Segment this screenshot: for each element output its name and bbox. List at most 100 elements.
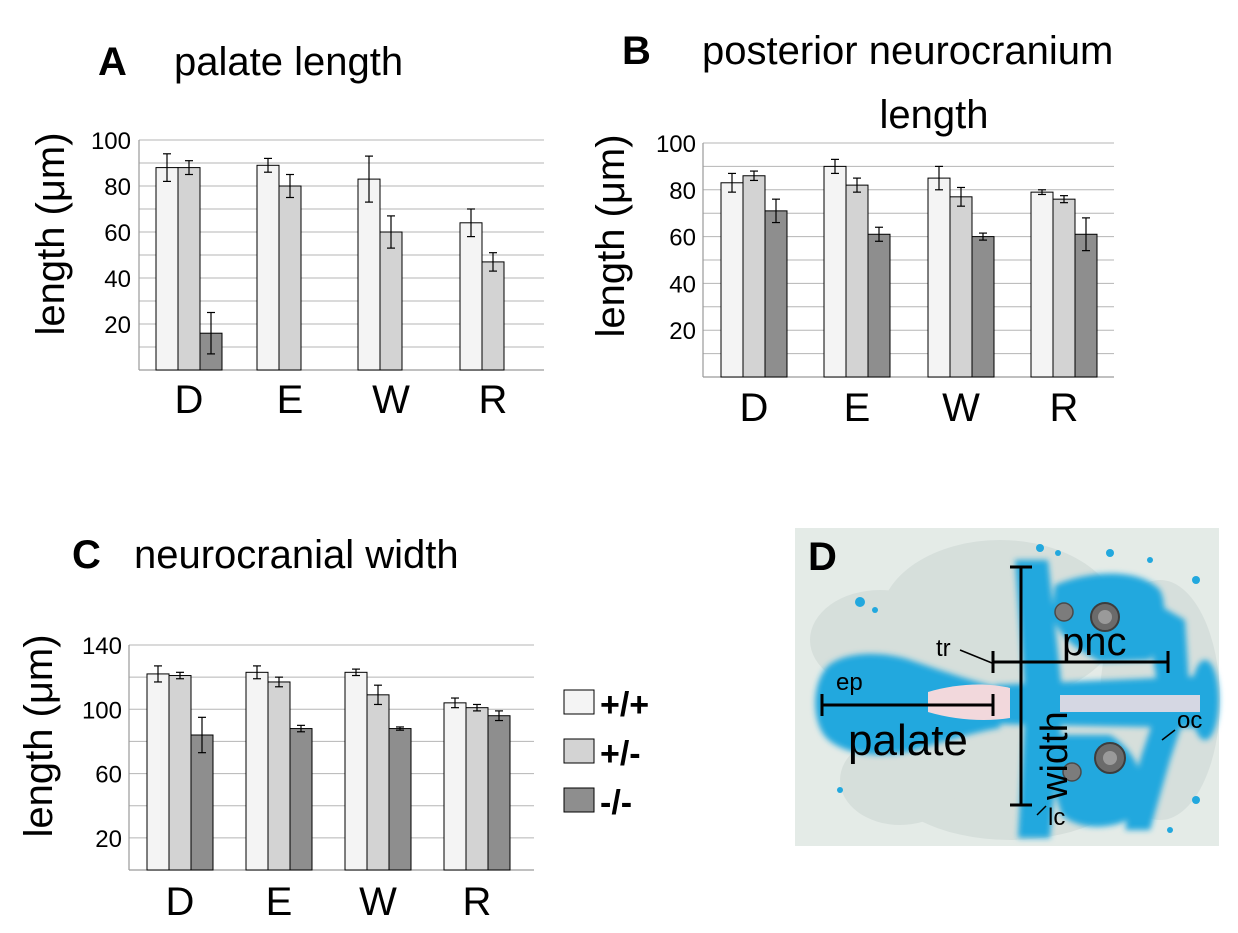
bar xyxy=(720,182,744,378)
bar xyxy=(357,178,381,371)
otolith xyxy=(1103,751,1117,765)
bar xyxy=(146,673,170,871)
cartilage-dot xyxy=(872,607,878,613)
bar xyxy=(366,694,390,871)
width-label: width xyxy=(1034,711,1076,801)
midline-lumen xyxy=(1060,695,1200,712)
occipital-shape xyxy=(1125,600,1190,830)
panel-b-y-axis-label: length (μm) xyxy=(589,134,633,337)
y-tick-label: 20 xyxy=(669,318,696,345)
bar xyxy=(344,671,368,871)
bar xyxy=(742,175,766,378)
legend-label-wild-type: +/+ xyxy=(600,686,649,724)
y-tick-label: 60 xyxy=(95,762,122,789)
x-category-label: D xyxy=(740,386,769,430)
x-category-label: E xyxy=(844,386,871,430)
bar xyxy=(190,734,214,871)
panel-a-chart: A palate length length (μm) 20406080100D… xyxy=(29,40,544,422)
y-tick-label: 60 xyxy=(104,220,131,247)
tr-label: tr xyxy=(936,635,951,662)
bar xyxy=(867,233,891,378)
cartilage-dot xyxy=(1106,549,1114,557)
bar xyxy=(278,185,302,371)
otolith xyxy=(1098,610,1112,624)
bar xyxy=(177,167,201,371)
x-category-label: W xyxy=(372,378,410,422)
bar xyxy=(245,671,269,871)
y-tick-label: 80 xyxy=(104,174,131,201)
y-tick-label: 100 xyxy=(656,131,696,158)
panel-c-letter: C xyxy=(72,533,101,577)
pnc-label: pnc xyxy=(1062,620,1127,664)
x-category-label: D xyxy=(166,880,195,924)
y-tick-label: 100 xyxy=(82,697,122,724)
palate-label: palate xyxy=(848,716,968,765)
y-tick-label: 140 xyxy=(82,633,122,660)
y-tick-label: 80 xyxy=(669,178,696,205)
legend-swatch-wild-type xyxy=(563,689,595,715)
legend-swatch-heterozygous xyxy=(563,738,595,764)
cartilage-dot xyxy=(1167,827,1173,833)
bar xyxy=(845,184,869,378)
measurement-lines xyxy=(820,565,1170,807)
panel-c-chart: C neurocranial width length (μm) 20 60 100… xyxy=(17,533,534,924)
right-cartilage-lobe-shape xyxy=(1191,660,1219,740)
bar xyxy=(256,164,280,371)
otolith xyxy=(1054,602,1074,622)
panel-b-chart: B posterior neurocranium length length (… xyxy=(589,29,1114,430)
bar xyxy=(481,261,505,371)
cartilage-dot xyxy=(855,597,865,607)
x-category-label: W xyxy=(942,386,980,430)
bar xyxy=(379,231,403,371)
bar xyxy=(388,728,412,871)
panel-c-y-axis-label: length (μm) xyxy=(17,634,61,837)
legend-label-heterozygous: +/- xyxy=(600,735,641,773)
otoliths xyxy=(1054,602,1126,782)
panel-c-title: neurocranial width xyxy=(134,533,459,577)
x-category-label: R xyxy=(463,880,492,924)
cartilage-dot xyxy=(1147,557,1153,563)
bar xyxy=(971,236,995,378)
legend-label-mutant: -/- xyxy=(600,784,632,822)
y-tick-label: 20 xyxy=(104,312,131,339)
cartilage-dot xyxy=(1192,796,1200,804)
cartilage-dot xyxy=(837,787,843,793)
panel-a-title: palate length xyxy=(174,40,403,84)
bar xyxy=(949,196,973,378)
bar xyxy=(168,675,192,871)
oc-label: oc xyxy=(1177,707,1202,734)
otolith xyxy=(1062,762,1082,782)
tr-pointer xyxy=(959,649,993,664)
bar xyxy=(764,210,788,378)
x-category-label: W xyxy=(359,880,397,924)
bar xyxy=(1052,198,1076,378)
panel-b-title-line2: length xyxy=(880,93,989,137)
legend: +/+ +/- -/- xyxy=(563,686,649,822)
panel-b-title-line1: posterior neurocranium xyxy=(702,29,1113,73)
y-tick-label: 40 xyxy=(104,266,131,293)
cartilage-dots xyxy=(837,544,1200,833)
panel-a-letter: A xyxy=(98,40,127,84)
lc-label: lc xyxy=(1048,804,1065,831)
oc-pointer xyxy=(1161,729,1176,741)
x-category-label: E xyxy=(277,378,304,422)
panel-b-letter: B xyxy=(622,29,651,73)
bar xyxy=(487,715,511,871)
bar xyxy=(459,222,483,371)
bar xyxy=(155,167,179,371)
bar xyxy=(1074,233,1098,378)
bar xyxy=(267,681,291,871)
bar xyxy=(823,165,847,378)
pink-stained-region xyxy=(928,684,1010,720)
lc-pointer xyxy=(1036,805,1047,816)
bar xyxy=(289,728,313,871)
x-category-label: R xyxy=(479,378,508,422)
x-category-label: E xyxy=(266,880,293,924)
legend-swatch-mutant xyxy=(563,787,595,813)
x-category-label: R xyxy=(1050,386,1079,430)
y-tick-label: 20 xyxy=(95,826,122,853)
ep-label: ep xyxy=(836,669,863,696)
